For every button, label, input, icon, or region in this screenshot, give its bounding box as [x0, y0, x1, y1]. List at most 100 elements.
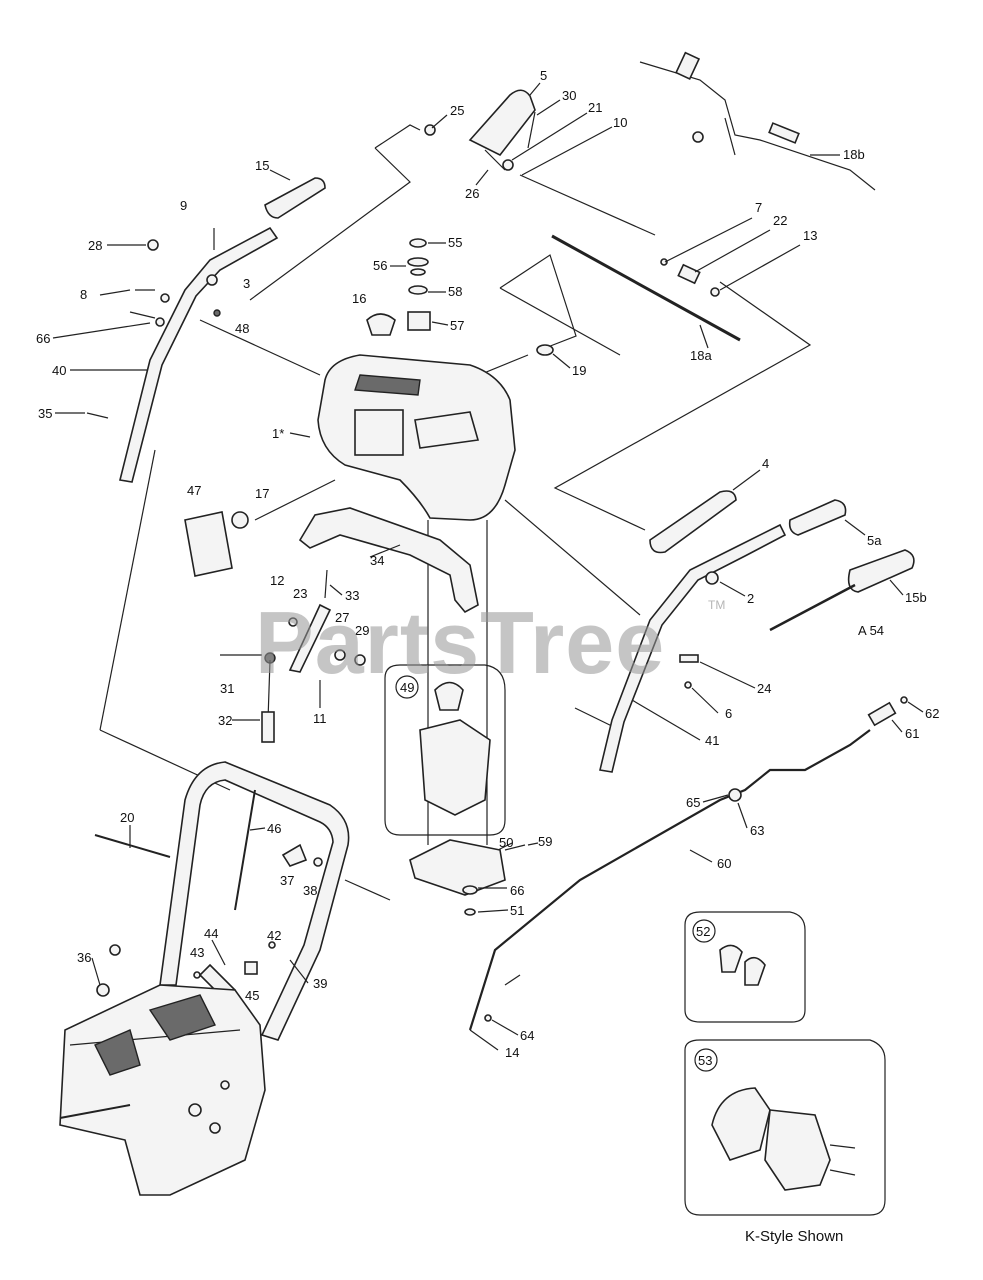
callout-61: 61	[905, 726, 919, 741]
leader-18a	[699, 324, 709, 349]
shift-housing	[419, 719, 491, 816]
callout-29: 29	[355, 623, 369, 638]
leader-6	[691, 687, 719, 714]
inset-53	[684, 1039, 886, 1216]
handle-40-shape	[119, 226, 279, 483]
coupler	[504, 974, 521, 986]
dash-window	[354, 409, 404, 456]
cover-47-shape	[184, 511, 233, 577]
callout-51: 51	[510, 903, 524, 918]
callout-32: 32	[218, 713, 232, 728]
callout-26: 26	[465, 186, 479, 201]
align-line-right-handle	[553, 281, 812, 531]
callout-41: 41	[705, 733, 719, 748]
callout-15: 15	[255, 158, 269, 173]
dash-panel-1	[317, 354, 516, 521]
lower-handle-39	[94, 761, 350, 1041]
callout-56: 56	[373, 258, 387, 273]
leader-14	[469, 1029, 499, 1051]
leader-30	[536, 99, 561, 116]
cable-spring	[768, 122, 800, 144]
cable-assembly-18b	[639, 51, 876, 191]
inset-53-circle	[694, 1048, 718, 1072]
housing-hole-1	[188, 1103, 202, 1117]
engine-housing	[59, 984, 266, 1196]
leader-13	[719, 244, 801, 291]
callout-23: 23	[293, 586, 307, 601]
part-63	[728, 788, 742, 802]
lever-pivot	[484, 149, 506, 171]
dash-panel-shape	[317, 354, 516, 521]
callout-52: 52	[696, 924, 710, 939]
callout-21: 21	[588, 100, 602, 115]
part-55	[409, 238, 427, 248]
washer-8	[160, 293, 170, 303]
callout-7: 7	[755, 200, 762, 215]
inset-49-box	[384, 664, 506, 836]
crank-rod-shape	[468, 729, 871, 1031]
callout-46: 46	[267, 821, 281, 836]
leader-2	[719, 581, 746, 597]
rod-18a-shape	[551, 234, 741, 342]
callout-62: 62	[925, 706, 939, 721]
lever-arm	[288, 603, 332, 673]
knob-52a	[719, 944, 743, 973]
part-45	[244, 961, 258, 975]
callout-24: 24	[757, 681, 771, 696]
part-36b	[96, 983, 110, 997]
dash-cover	[414, 411, 480, 449]
leader-21	[511, 112, 588, 161]
align-line-18a-b	[499, 287, 621, 356]
tool-15b	[769, 549, 915, 632]
tool-shaft	[769, 583, 856, 632]
leader-60	[689, 849, 713, 863]
leader-36	[91, 957, 101, 986]
grip-15	[264, 177, 326, 219]
pin-64	[484, 1014, 492, 1022]
crank-rod-60	[468, 696, 908, 1031]
part-58	[408, 285, 428, 295]
callout-59: 59	[538, 834, 552, 849]
left-upper-handle-40	[86, 177, 326, 483]
callout-13: 13	[803, 228, 817, 243]
part-36a	[109, 944, 121, 956]
callout-66b: 66	[510, 883, 524, 898]
callout-36: 36	[77, 950, 91, 965]
bolt-66a	[129, 311, 156, 319]
callout-labels: 5 30 25 21 10 26 18b 15 9 28 3 8 48 66 4…	[36, 68, 939, 1068]
cover-47	[184, 511, 249, 577]
callout-48: 48	[235, 321, 249, 336]
inset-52-circle	[692, 919, 716, 943]
ferrule-32	[261, 711, 275, 743]
leader-64	[491, 1019, 519, 1036]
bracket-34	[298, 507, 479, 614]
callout-37: 37	[280, 873, 294, 888]
callout-60: 60	[717, 856, 731, 871]
leader-63	[737, 802, 748, 829]
inset-53-box	[684, 1039, 886, 1216]
part-6	[684, 681, 692, 689]
part-42	[268, 941, 276, 949]
housing-hole-3	[220, 1080, 230, 1090]
dash-vent	[354, 374, 421, 396]
leader-25	[431, 114, 448, 129]
callout-45: 45	[245, 988, 259, 1003]
callout-58: 58	[448, 284, 462, 299]
callout-31: 31	[220, 681, 234, 696]
inset-52	[684, 911, 806, 1023]
part-2	[705, 571, 719, 585]
switch-57	[407, 311, 431, 331]
callout-16: 16	[352, 291, 366, 306]
part-51	[464, 908, 476, 916]
handle-41-shape	[599, 523, 787, 773]
align-line-17	[254, 479, 336, 521]
leader-50	[497, 842, 513, 851]
tool-handle	[847, 549, 915, 593]
knob-52b	[744, 956, 766, 986]
washer-66a	[155, 317, 165, 327]
leader-39	[289, 959, 309, 984]
callout-14: 14	[505, 1045, 519, 1060]
callout-9: 9	[180, 198, 187, 213]
rod-31	[267, 659, 271, 721]
part-38	[313, 857, 323, 867]
